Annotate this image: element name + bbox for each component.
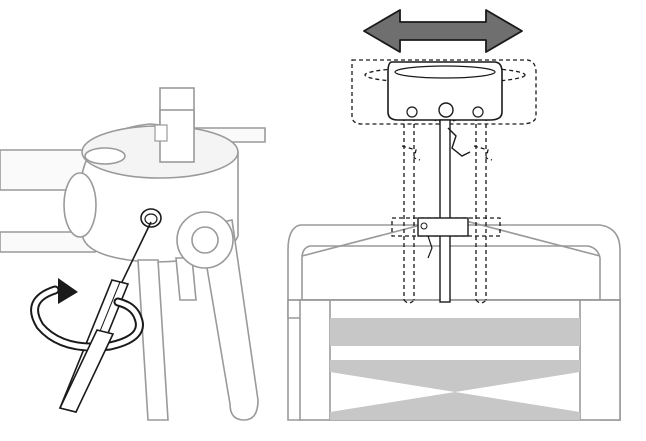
center-handle-assembly xyxy=(387,61,503,303)
locking-lever xyxy=(176,211,259,421)
left-panel xyxy=(0,87,266,421)
right-panel xyxy=(287,9,621,421)
slide-arrow-icon xyxy=(363,9,523,53)
tripod-legs xyxy=(137,257,197,421)
rotate-icon xyxy=(30,278,144,413)
tube-end-ring xyxy=(63,172,97,238)
adjustment-screw-hole xyxy=(140,208,162,228)
roller-bands xyxy=(330,318,580,420)
